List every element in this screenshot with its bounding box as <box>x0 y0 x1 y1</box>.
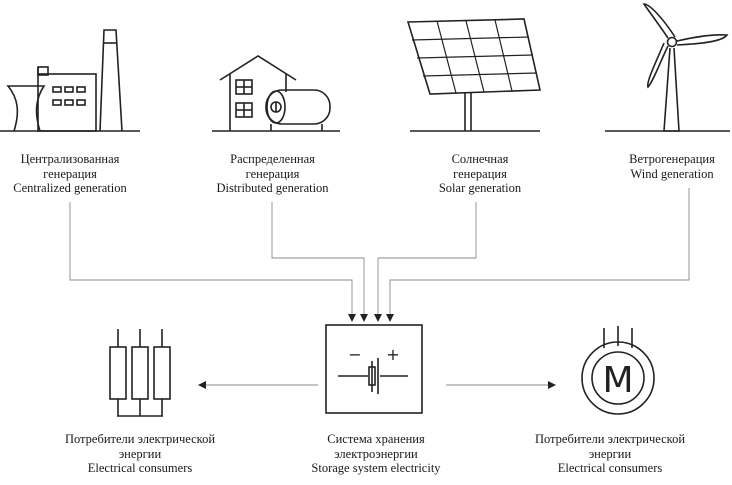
label-ru-line2: генерация <box>453 166 507 181</box>
label-wind-generation: Ветрогенерация Wind generation <box>612 152 732 181</box>
resistor-load-icon <box>109 329 171 417</box>
label-consumers-right: Потребители электрической энергии Electr… <box>520 432 700 476</box>
label-en: Distributed generation <box>216 181 329 195</box>
label-ru-line1: Солнечная <box>451 152 509 166</box>
source-connectors <box>69 188 690 322</box>
label-storage-system: Система хранения электроэнергии Storage … <box>296 432 456 476</box>
label-en: Electrical consumers <box>557 461 663 475</box>
label-ru-line2: генерация <box>43 166 97 181</box>
label-ru-line2: генерация <box>245 166 300 181</box>
battery-minus-sign: − <box>348 345 361 364</box>
power-plant-icon <box>0 29 140 132</box>
label-en: Electrical consumers <box>87 461 193 475</box>
label-ru-line1: Система хранения <box>327 432 425 446</box>
label-ru-line1: Потребители электрической <box>534 432 686 446</box>
solar-panel-icon <box>406 18 541 132</box>
label-solar-generation: Солнечная генерация Solar generation <box>420 152 540 196</box>
wind-turbine-icon <box>605 3 730 132</box>
label-ru-line1: Ветрогенерация <box>629 152 715 166</box>
label-consumers-left: Потребители электрической энергии Electr… <box>52 432 228 476</box>
label-en: Solar generation <box>438 181 522 195</box>
label-ru-line2: электроэнергии <box>334 446 418 461</box>
output-connectors <box>198 381 556 389</box>
label-ru-line1: Потребители электрической <box>64 432 216 446</box>
label-distributed-generation: Распределенная генерация Distributed gen… <box>200 152 345 196</box>
battery-icon: − + <box>325 324 423 414</box>
label-en: Wind generation <box>630 166 714 181</box>
label-en: Storage system electricity <box>311 461 441 475</box>
motor-letter: M <box>602 360 633 401</box>
label-ru-line2: энергии <box>588 446 632 461</box>
label-ru-line2: энергии <box>118 446 162 461</box>
label-ru-line1: Централизованная <box>20 152 120 166</box>
label-ru-line1: Распределенная <box>230 152 315 166</box>
battery-plus-sign: + <box>386 345 399 364</box>
house-generator-icon <box>212 55 340 132</box>
label-centralized-generation: Централизованная генерация Centralized g… <box>0 152 140 196</box>
motor-icon: M <box>581 326 655 415</box>
label-en: Centralized generation <box>13 181 127 195</box>
